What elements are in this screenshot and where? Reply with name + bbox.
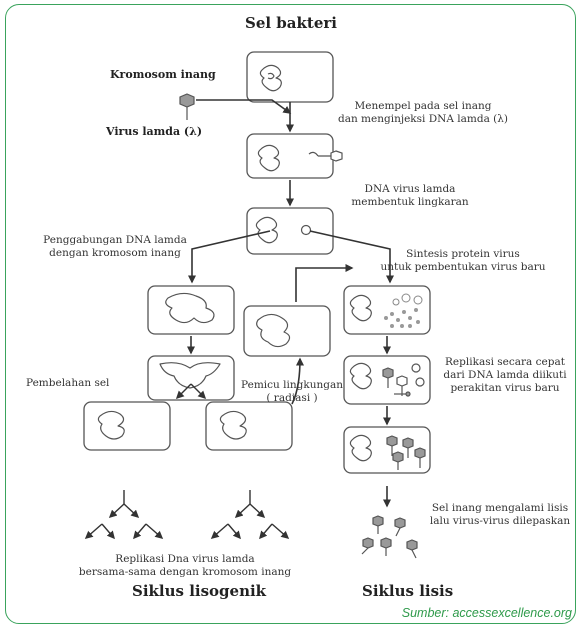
diagram-frame: [5, 4, 576, 624]
cell-daughter-left: [83, 401, 171, 451]
chromosome-integrated: [165, 292, 215, 324]
branching-arrows-right: [210, 490, 290, 540]
assembling-virus-parts: [382, 363, 425, 397]
cell-1: [246, 51, 334, 103]
cell-lysogenic-dividing: [147, 355, 235, 401]
cell-lytic-synthesis: [343, 285, 431, 335]
protein-synthesis-label: Sintesis protein virus untuk pembentukan…: [380, 248, 546, 273]
chromosome-lytic-3: [349, 434, 372, 462]
flow-arrows: [187, 99, 394, 508]
lambda-virus-icon: [179, 93, 195, 120]
division-arrows: [175, 383, 207, 400]
integration-label: Penggabungan DNA lamda dengan kromosom i…: [43, 234, 187, 259]
lysis-release-label: Sel inang mengalami lisis lalu virus-vir…: [429, 502, 571, 527]
replication-assembly-label: Replikasi secara cepat dari DNA lamda di…: [443, 356, 567, 394]
chromosome-dividing: [159, 362, 221, 389]
chromosome-daughter-left: [97, 410, 125, 440]
chromosome-1: [259, 64, 282, 92]
environmental-trigger-label: Pemicu lingkungan ( radiasi ): [241, 379, 343, 404]
diagram-title: Sel bakteri: [245, 14, 337, 32]
branching-arrows-left: [84, 490, 164, 540]
cell-daughter-right: [205, 401, 293, 451]
chromosome-daughter-right: [219, 410, 247, 440]
circular-dna: [300, 224, 312, 236]
cell-division-label: Pembelahan sel: [26, 377, 110, 389]
attach-inject-label: Menempel pada sel inang dan menginjeksi …: [337, 100, 509, 125]
chromosome-lytic-1: [349, 294, 372, 322]
injecting-virus-icon: [308, 150, 343, 162]
cell-3-circular-dna: [246, 207, 334, 255]
released-viruses: [361, 515, 418, 559]
circularize-label: DNA virus lamda membentuk lingkaran: [351, 183, 469, 208]
lysogenic-cycle-title: Siklus lisogenik: [132, 582, 267, 600]
source-credit: Sumber: accessexcellence.org: [401, 606, 572, 620]
chromosome-2: [257, 144, 280, 172]
chromosome-induced: [256, 313, 291, 348]
cell-lysogenic-integrated: [147, 285, 235, 335]
assembled-viruses: [386, 435, 426, 470]
lysogenic-replication-label: Replikasi Dna virus lamda bersama-sama d…: [78, 553, 292, 578]
host-chromosome-label: Kromosom inang: [110, 68, 216, 81]
protein-rings: [392, 293, 423, 306]
chromosome-lytic-2: [349, 362, 372, 390]
cell-induced: [243, 305, 331, 357]
lytic-cycle-title: Siklus lisis: [362, 582, 454, 600]
protein-dots: [384, 308, 420, 328]
chromosome-3: [255, 216, 278, 244]
lambda-virus-label: Virus lamda (λ): [106, 125, 203, 138]
